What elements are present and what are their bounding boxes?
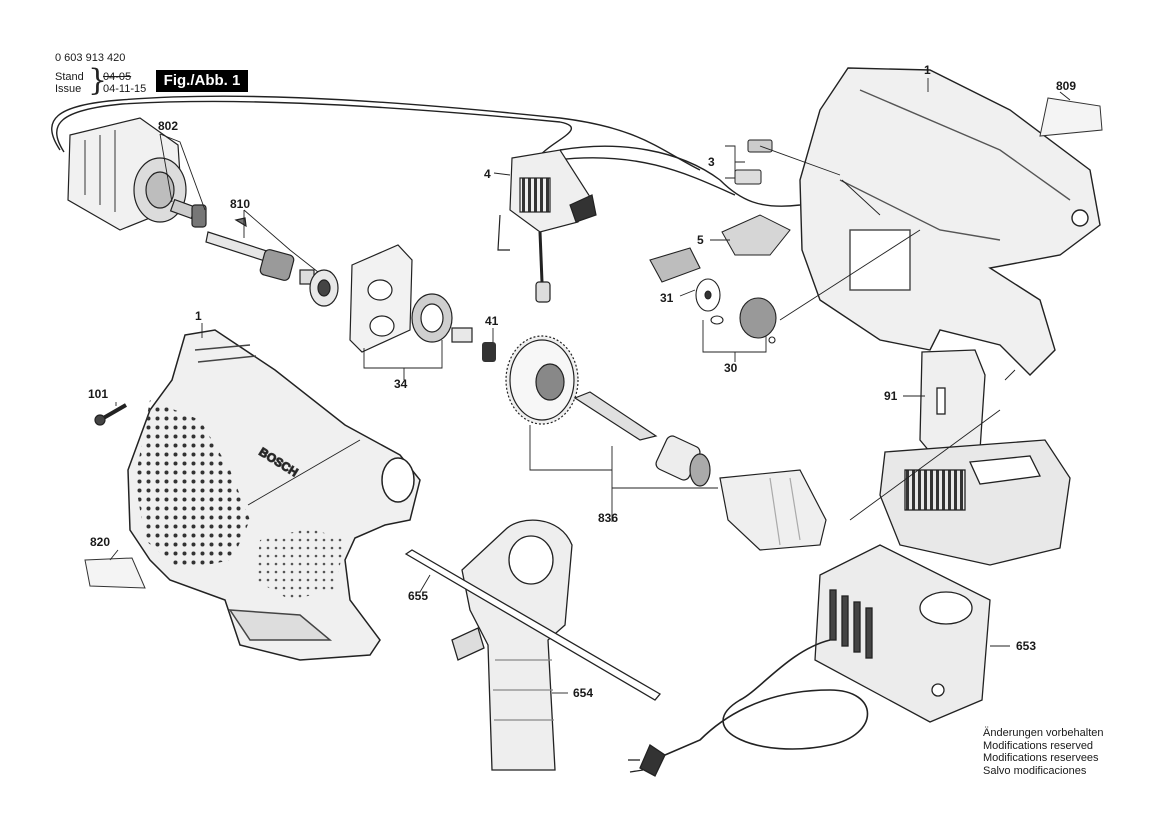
notice-line: Salvo modificaciones <box>983 764 1087 777</box>
charger <box>628 544 991 777</box>
callout-4: 4 <box>484 167 491 181</box>
battery <box>879 349 1071 566</box>
callout-30: 30 <box>724 361 738 375</box>
callout-802: 802 <box>158 119 178 133</box>
housing-half-right <box>799 67 1101 376</box>
gearbox-plate <box>349 244 473 353</box>
auxiliary-handle <box>451 519 573 771</box>
depth-stop-rod <box>404 549 661 701</box>
callout-655: 655 <box>408 589 428 603</box>
issue-date: 04-11-15 <box>103 83 147 95</box>
callout-41: 41 <box>485 314 499 328</box>
callout-809: 809 <box>1056 79 1076 93</box>
figure-label: Fig./Abb. 1 <box>156 70 248 92</box>
callout-810: 810 <box>230 197 250 211</box>
spindle-gear <box>505 335 827 551</box>
callout-836: 836 <box>598 511 618 525</box>
callout-1-shell: 1 <box>195 309 202 323</box>
gear-shaft <box>205 217 339 307</box>
callout-5: 5 <box>697 233 704 247</box>
leader-lines <box>109 78 1071 694</box>
brace-icon: } <box>88 63 108 98</box>
callout-1-housing: 1 <box>924 63 931 77</box>
switch <box>497 149 597 303</box>
stand-date: 04-05 <box>103 71 132 83</box>
label-plate-809 <box>1039 97 1103 137</box>
callout-101: 101 <box>88 387 108 401</box>
motor-wires <box>51 95 801 207</box>
callout-654: 654 <box>573 686 593 700</box>
stand-label: Stand <box>55 71 84 83</box>
callout-3: 3 <box>708 155 715 169</box>
selector-button <box>721 214 791 256</box>
callout-91: 91 <box>884 389 898 403</box>
callout-34: 34 <box>394 377 408 391</box>
notice-line: Modifications reservees <box>983 752 1099 764</box>
issue-label: Issue <box>55 83 82 95</box>
label-plate-820 <box>84 557 146 589</box>
pinion <box>482 342 496 362</box>
callout-820: 820 <box>90 535 110 549</box>
notice-line: Änderungen vorbehalten <box>983 727 1104 739</box>
part-number: 0 603 913 420 <box>55 52 126 64</box>
callout-31: 31 <box>660 291 674 305</box>
callout-653: 653 <box>1016 639 1036 653</box>
callout-labels: 1 809 802 4 3 810 5 31 30 34 41 1 101 91… <box>88 63 1076 700</box>
housing-half-left <box>127 329 421 661</box>
notice-line: Modifications reserved <box>983 739 1094 752</box>
small-parts <box>649 247 777 344</box>
motor <box>67 117 207 231</box>
modifications-notice: Änderungen vorbehalten Modifications res… <box>983 727 1103 777</box>
screw <box>94 403 127 426</box>
